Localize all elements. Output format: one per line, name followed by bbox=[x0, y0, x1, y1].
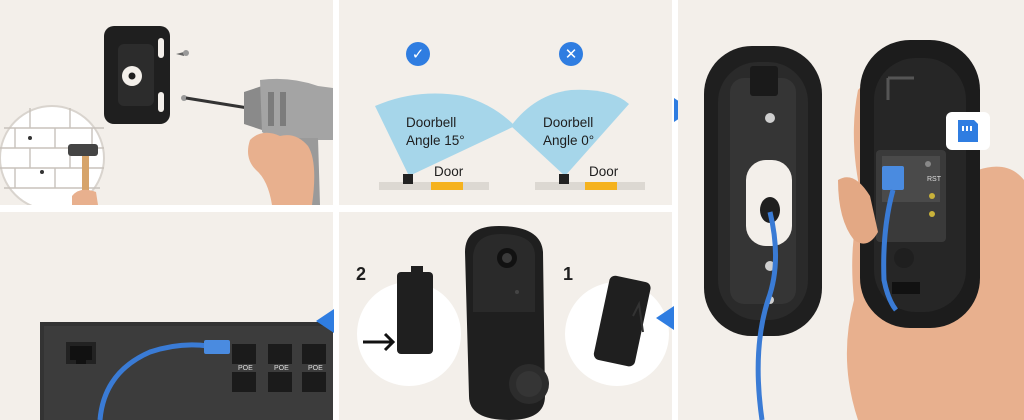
panel-poe-switch: POE POE POE bbox=[0, 212, 333, 420]
door-label-bad: Door bbox=[589, 164, 619, 179]
x-icon: ✕ bbox=[559, 42, 583, 66]
poe-port-label-3: POE bbox=[308, 365, 323, 372]
good-angle-line2: Angle 15° bbox=[406, 133, 465, 148]
step-1-number: 1 bbox=[563, 264, 574, 284]
bad-angle-line1: Doorbell bbox=[543, 115, 594, 130]
ethernet-cable bbox=[97, 342, 209, 420]
hammer-head bbox=[68, 144, 98, 156]
poe-switch-illustration bbox=[40, 322, 333, 420]
cable-connection-illustration bbox=[704, 40, 1024, 420]
wall-zoom-circle bbox=[0, 105, 105, 205]
step-2-number: 2 bbox=[356, 264, 367, 284]
good-angle-label: Doorbell Angle 15° bbox=[406, 114, 465, 150]
bad-angle-label: Doorbell Angle 0° bbox=[543, 114, 594, 150]
angle-illustration bbox=[375, 89, 645, 190]
angle-fan-good bbox=[375, 93, 515, 176]
doorbell-mount-illustration bbox=[357, 226, 669, 420]
door-label-good: Door bbox=[434, 164, 464, 179]
poe-port-label-2: POE bbox=[274, 365, 289, 372]
good-angle-line1: Doorbell bbox=[406, 115, 457, 130]
panel-cable-connection: RST bbox=[678, 0, 1024, 420]
panel-mount-bracket bbox=[0, 0, 333, 205]
panel-doorbell-angle: ✓ ✕ Doorbell Angle 15° Doorbell Angle 0°… bbox=[339, 0, 672, 205]
drill-bit bbox=[185, 96, 249, 110]
ethernet-cable-right bbox=[881, 189, 899, 312]
door-bar-good bbox=[431, 182, 463, 190]
panel-doorbell-mount: 2 1 bbox=[339, 212, 672, 420]
flow-arrow-3 bbox=[656, 306, 674, 330]
hand bbox=[248, 132, 315, 205]
hammer-handle bbox=[82, 152, 89, 194]
check-icon: ✓ bbox=[406, 42, 430, 66]
poe-port-label-1: POE bbox=[238, 365, 253, 372]
mount-bracket-illustration bbox=[0, 26, 333, 205]
flow-arrow-4 bbox=[316, 309, 334, 333]
drill-body bbox=[260, 78, 333, 140]
angle-fan-bad bbox=[511, 89, 629, 176]
ethernet-cable-left bbox=[755, 211, 778, 420]
ethernet-plug bbox=[204, 340, 230, 354]
bad-angle-line2: Angle 0° bbox=[543, 133, 595, 148]
door-bar-bad bbox=[585, 182, 617, 190]
rst-label: RST bbox=[927, 176, 941, 183]
